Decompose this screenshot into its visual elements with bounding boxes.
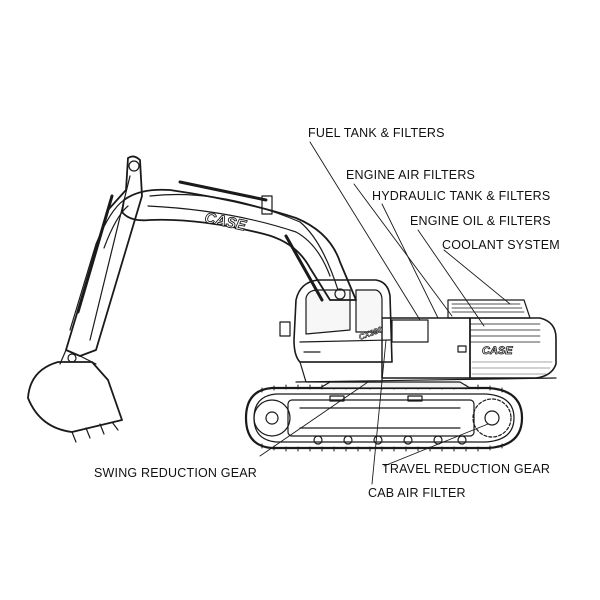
swing-bearing	[319, 381, 471, 389]
arm-outline	[65, 155, 143, 357]
leader-fuel-tank	[309, 141, 421, 321]
label-cab-air-filter: CAB AIR FILTER	[368, 486, 466, 500]
boom-lift-cylinder	[284, 234, 324, 302]
bucket-pin	[67, 353, 77, 363]
idler-wheel	[253, 399, 291, 437]
bucket	[27, 349, 123, 443]
track-assembly	[244, 381, 524, 452]
bucket-teeth	[71, 421, 119, 443]
side-door	[391, 319, 429, 343]
deck-lower	[299, 361, 383, 383]
boom-clamp	[261, 195, 273, 215]
cab-body	[293, 279, 393, 363]
cab-lower-panel	[299, 339, 391, 353]
leader-hydraulic-tank	[381, 203, 439, 319]
boom-hose	[149, 193, 339, 291]
cab-front-window	[305, 289, 351, 335]
boom-foot-pin	[334, 288, 346, 300]
counterweight	[469, 317, 557, 379]
leader-engine-oil	[417, 229, 485, 327]
bucket-body	[27, 361, 123, 433]
engine-cover-top	[447, 299, 531, 319]
arm-top-pin	[128, 160, 140, 172]
label-engine-oil-filters: ENGINE OIL & FILTERS	[410, 214, 551, 228]
leader-coolant	[443, 249, 511, 305]
sprocket-hub	[484, 410, 500, 426]
track-outer	[244, 386, 524, 450]
counterweight-shading	[471, 361, 553, 375]
housing-base-line	[295, 377, 557, 383]
boom-cylinder	[178, 180, 268, 202]
arm-cylinder	[76, 194, 114, 314]
boom-center-line	[147, 205, 331, 277]
label-engine-air-filters: ENGINE AIR FILTERS	[346, 168, 476, 182]
boom-brand-text: CASE	[203, 209, 248, 235]
label-coolant-system: COOLANT SYSTEM	[442, 238, 560, 252]
label-swing-reduction-gear: SWING REDUCTION GEAR	[94, 466, 258, 480]
arm	[65, 155, 143, 357]
track-frame	[287, 399, 475, 437]
arm-hoses	[69, 199, 129, 331]
housing-brand-text: CASE	[482, 345, 513, 357]
engine-hood	[381, 317, 471, 379]
arm-center-line	[89, 175, 131, 341]
boom-outline	[121, 188, 357, 301]
label-fuel-tank-filters: FUEL TANK & FILTERS	[308, 126, 445, 140]
label-hydraulic-tank-filters: HYDRAULIC TANK & FILTERS	[372, 189, 551, 203]
leader-travel-reduction	[383, 423, 489, 467]
engine-grille	[451, 303, 541, 343]
label-travel-reduction-gear: TRAVEL REDUCTION GEAR	[382, 462, 551, 476]
track-frame-details	[299, 407, 461, 429]
leader-swing-reduction	[259, 381, 369, 457]
track-rollers	[313, 435, 467, 445]
leader-engine-air	[353, 183, 453, 317]
handrail-plate	[457, 345, 467, 353]
operator-cab	[279, 279, 393, 363]
cab-side-window	[355, 289, 383, 333]
boom	[121, 180, 357, 302]
bucket-linkage	[59, 349, 97, 365]
sprocket-wheel	[472, 398, 512, 438]
leader-cab-air	[371, 339, 387, 485]
idler-hub	[265, 411, 279, 425]
track-inner	[253, 393, 515, 443]
leader-lines	[259, 141, 511, 485]
cab-step	[279, 321, 291, 337]
